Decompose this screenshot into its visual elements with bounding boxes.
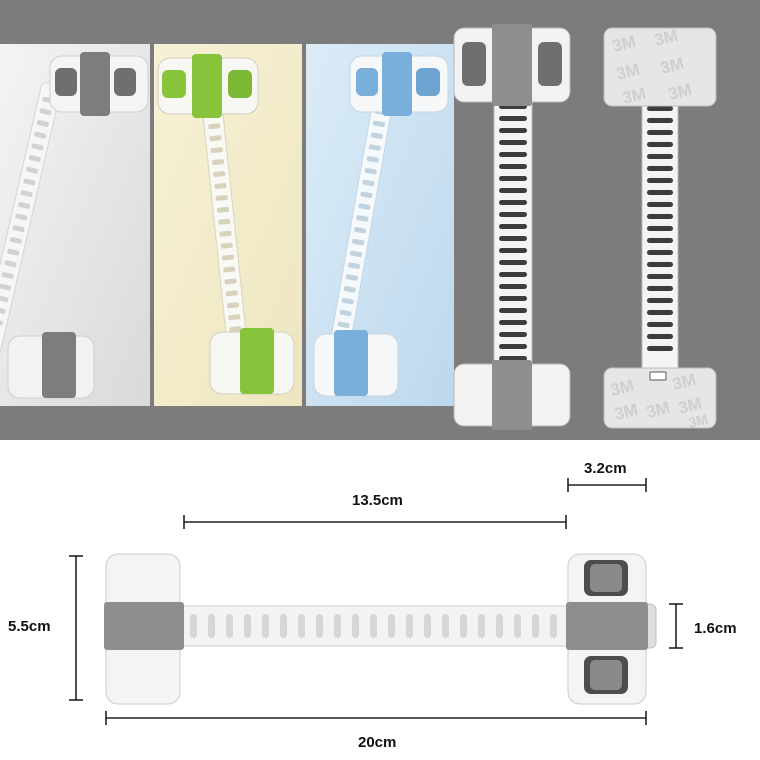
block-width-dimension-line bbox=[567, 478, 647, 492]
total-length-dimension-line bbox=[105, 711, 647, 725]
product-photo-section: 3M 3M 3M 3M 3M 3M 3M 3M 3M 3M 3M 3M bbox=[0, 0, 760, 440]
adhesive-label: 3M bbox=[687, 411, 710, 431]
bottom-buckle bbox=[313, 330, 399, 397]
strap-length-dimension-line bbox=[183, 515, 567, 529]
top-buckle bbox=[157, 54, 259, 118]
photo-panel-gray bbox=[0, 44, 150, 406]
height-label: 5.5cm bbox=[8, 618, 51, 635]
green-lock-illustration bbox=[154, 44, 302, 406]
block-width-label: 3.2cm bbox=[584, 460, 627, 477]
dimension-drawing bbox=[69, 478, 683, 725]
right-buckle bbox=[566, 553, 657, 705]
bottom-buckle bbox=[453, 360, 571, 430]
strap-length-label: 13.5cm bbox=[352, 492, 403, 509]
photo-panel-blue bbox=[306, 44, 454, 406]
top-buckle bbox=[453, 24, 571, 106]
height-dimension-line bbox=[69, 555, 83, 701]
top-buckle bbox=[349, 52, 449, 116]
back-view-lock: 3M 3M 3M 3M 3M 3M 3M 3M 3M 3M 3M 3M bbox=[603, 26, 717, 431]
front-view-lock bbox=[453, 24, 571, 430]
top-adhesive-pad: 3M 3M 3M 3M 3M 3M bbox=[603, 26, 717, 108]
bottom-buckle bbox=[209, 328, 295, 395]
top-buckle bbox=[49, 52, 149, 116]
left-buckle bbox=[104, 553, 184, 705]
total-length-label: 20cm bbox=[358, 734, 397, 751]
horizontal-strap bbox=[175, 605, 573, 647]
strap-width-dimension-line bbox=[669, 603, 683, 649]
photo-panel-green bbox=[154, 44, 302, 406]
gray-lock-illustration bbox=[0, 44, 150, 406]
bottom-adhesive-pad: 3M 3M 3M 3M 3M 3M bbox=[603, 367, 717, 431]
strap-width-label: 1.6cm bbox=[694, 620, 737, 637]
blue-lock-illustration bbox=[306, 44, 454, 406]
bottom-buckle bbox=[7, 332, 95, 399]
dimension-diagram-section: 13.5cm 3.2cm 5.5cm 1.6cm 20cm bbox=[0, 440, 760, 760]
